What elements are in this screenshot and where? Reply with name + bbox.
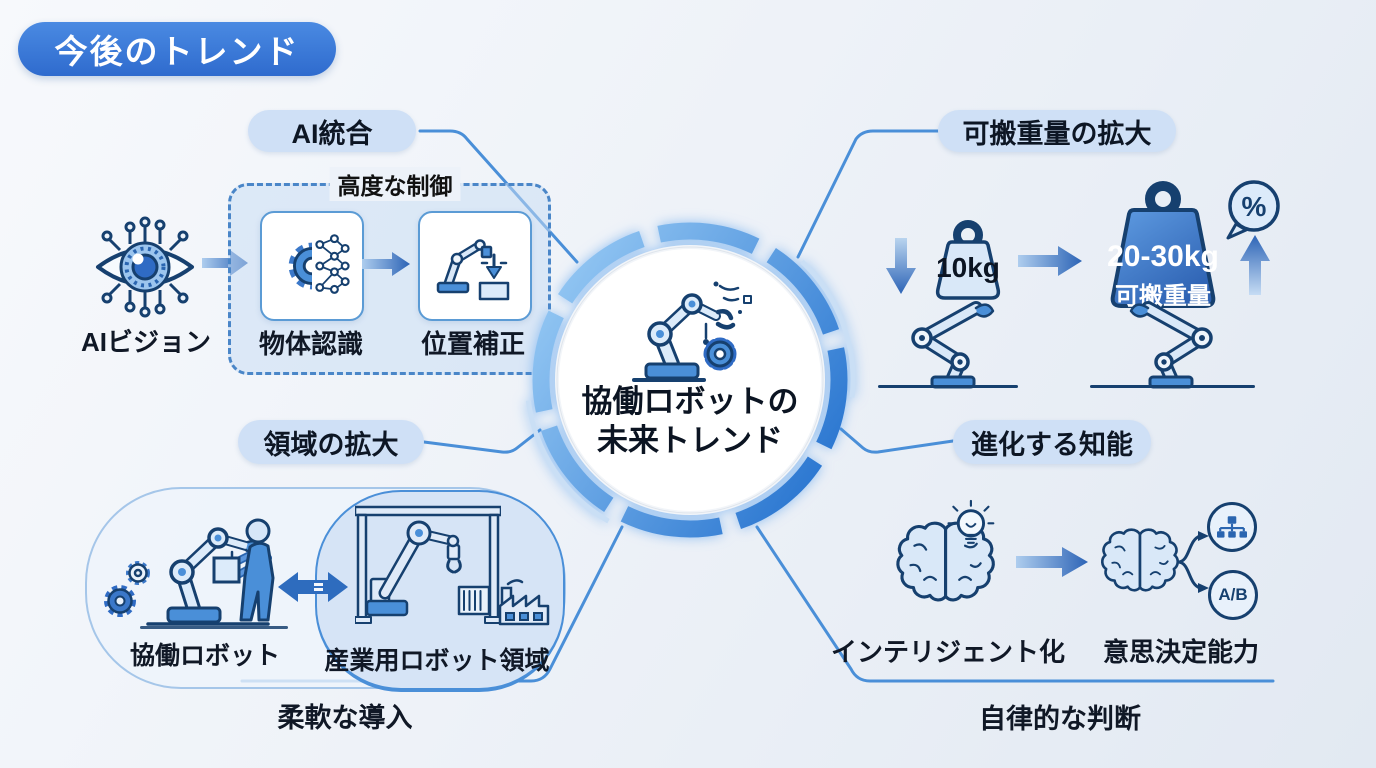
double-arrow-icon: [278, 572, 348, 602]
industrial-label: 産業用ロボット領域: [324, 647, 550, 675]
arrow-up-icon: [1240, 235, 1270, 295]
label-evolving-intelligence: 進化する知能: [953, 420, 1151, 464]
payload-after-label: 可搬重量: [1115, 283, 1211, 310]
object-recognition-card: [260, 211, 364, 321]
robot-arm-holding-icon: [911, 301, 995, 389]
cobot-label: 協働ロボット: [129, 642, 281, 670]
arrow-right-icon: [362, 252, 410, 276]
percent-bubble-icon: %: [1226, 180, 1280, 240]
label-payload-expansion-text: 可搬重量の拡大: [962, 118, 1152, 149]
arm-positioning-icon: [436, 239, 510, 301]
label-evolving-intelligence-text: 進化する知能: [971, 429, 1133, 460]
kettlebell-large-icon: [1110, 181, 1216, 308]
position-correction-label: 位置補正: [420, 329, 526, 359]
ground-line: [878, 385, 1018, 388]
center-title-line1: 協働ロボットの: [581, 384, 799, 419]
arrow-right-icon: [1018, 246, 1082, 276]
ai-vision-eye-icon: [96, 216, 194, 318]
center-title: 協働ロボットの 未来トレンド: [520, 382, 860, 460]
ab-choice-text: A/B: [1218, 585, 1248, 604]
ai-vision-label: AIビジョン: [80, 327, 212, 357]
org-chart-circle: [1207, 502, 1257, 552]
arrow-down-icon: [886, 238, 916, 294]
object-recognition-label: 物体認識: [258, 329, 364, 359]
ab-choice-circle: A/B: [1208, 570, 1258, 620]
arrow-right-icon: [1016, 547, 1088, 577]
gear-network-icon: [288, 234, 350, 294]
brain-icon: [1100, 528, 1180, 592]
label-payload-expansion: 可搬重量の拡大: [938, 110, 1176, 152]
label-domain-expansion: 領域の拡大: [238, 420, 424, 464]
gears-icon: [104, 561, 150, 617]
payload-after-value: 20-30kg: [1107, 240, 1219, 273]
gantry-robot-icon: [355, 505, 501, 624]
advanced-control-title: 高度な制御: [329, 167, 461, 201]
worker-with-box-icon: [212, 518, 275, 622]
center-hub: 協働ロボットの 未来トレンド: [520, 210, 860, 550]
industrial-domain-area: [315, 490, 565, 692]
ground-line: [140, 626, 288, 629]
kettlebell-small-icon: [935, 220, 1001, 300]
center-title-line2: 未来トレンド: [597, 423, 783, 458]
robot-arm-gear-icon: [632, 281, 752, 382]
position-correction-card: [418, 211, 532, 321]
payload-before-value: 10kg: [936, 252, 1000, 283]
robot-arm-holding-icon: [1129, 301, 1213, 389]
factory-icon: [498, 579, 550, 626]
branch-arrows-icon: [1176, 531, 1209, 593]
ground-line: [1090, 385, 1255, 388]
percent-text: %: [1242, 191, 1267, 222]
brain-bulb-icon: [896, 499, 995, 602]
flexible-deployment-caption: 柔軟な導入: [277, 703, 413, 733]
page-title-text: 今後のトレンド: [54, 33, 300, 70]
org-chart-icon: [1217, 515, 1247, 538]
label-domain-expansion-text: 領域の拡大: [263, 429, 399, 460]
page-title: 今後のトレンド: [18, 22, 336, 76]
autonomous-judgment-caption: 自律的な判断: [979, 704, 1141, 734]
label-ai-integration: AI統合: [248, 110, 416, 152]
intelligent-label: インテリジェント化: [830, 637, 1066, 667]
decision-label: 意思決定能力: [1102, 637, 1260, 667]
label-ai-integration-text: AI統合: [291, 118, 373, 149]
